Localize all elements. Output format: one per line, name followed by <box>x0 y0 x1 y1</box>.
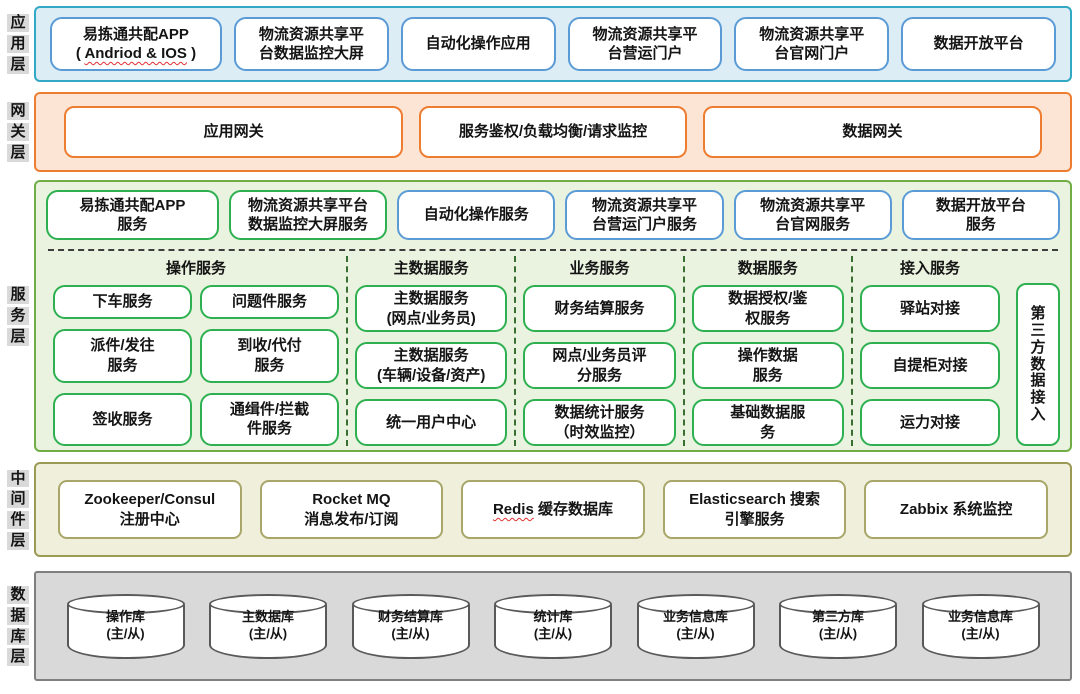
database-cylinder-statistics: 统计库 (主/从) <box>494 594 612 659</box>
gateway-layer-label-cell: 网关层 <box>2 92 34 172</box>
svc-box-monitor-screen-service: 物流资源共享平台 数据监控大屏服务 <box>228 190 388 240</box>
mw-box-redis-label: Redis 缓存数据库 <box>492 500 613 518</box>
middleware-layer-label-cell: 中间件层 <box>2 462 34 557</box>
app-box-open-data-platform: 数据开放平台 <box>901 17 1057 71</box>
svc-box-open-data-service: 数据开放平台 服务 <box>901 190 1061 240</box>
service-groups: 操作服务 下车服务 问题件服务 派件/发往 服务 到收/代付 服务 签收服务 通… <box>46 256 1060 446</box>
application-layer-label: 应用层 <box>7 14 29 74</box>
database-cylinder-business-info-2: 业务信息库 (主/从) <box>921 594 1040 659</box>
service-top-row: 易拣通共配APP 服务 物流资源共享平台 数据监控大屏服务 自动化操作服务 物流… <box>46 190 1061 240</box>
gateway-layer-row: 网关层 应用网关 服务鉴权/负载均衡/请求监控 数据网关 <box>2 92 1072 172</box>
svc-box-station-access: 驿站对接 <box>859 285 1000 332</box>
group-title-master-data: 主数据服务 <box>393 260 469 277</box>
database-cylinder-operation: 操作库 (主/从) <box>66 594 185 659</box>
mw-box-zookeeper-consul: Zookeeper/Consul 注册中心 <box>58 480 242 539</box>
svc-box-finance-settlement: 财务结算服务 <box>523 285 676 332</box>
service-group-operation: 操作服务 下车服务 问题件服务 派件/发往 服务 到收/代付 服务 签收服务 通… <box>46 256 346 446</box>
svc-box-official-site-service: 物流资源共享平 台官网服务 <box>733 190 892 240</box>
gateway-box-data-gateway: 数据网关 <box>702 106 1042 158</box>
mw-box-rocketmq: Rocket MQ 消息发布/订阅 <box>259 480 444 539</box>
middleware-layer-row: 中间件层 Zookeeper/Consul 注册中心 Rocket MQ 消息发… <box>2 462 1072 557</box>
database-layer-label: 数据库层 <box>7 586 29 666</box>
gateway-layer-container: 应用网关 服务鉴权/负载均衡/请求监控 数据网关 <box>34 92 1072 172</box>
svc-box-automation-service: 自动化操作服务 <box>397 190 556 240</box>
database-cylinder-master: 主数据库 (主/从) <box>209 594 327 659</box>
svc-box-problem-parcel: 问题件服务 <box>200 285 339 319</box>
spellcheck-underline: Redis <box>492 500 534 518</box>
group-title-operation: 操作服务 <box>165 260 226 277</box>
database-cylinder-business-info-1: 业务信息库 (主/从) <box>636 594 755 659</box>
svc-box-unified-user-center: 统一用户中心 <box>355 399 508 446</box>
database-layer-container: 操作库 (主/从) 主数据库 (主/从) 财务结算库 (主/从) 统计库 (主/… <box>34 571 1072 681</box>
svc-box-data-auth: 数据授权/鉴 权服务 <box>691 285 844 332</box>
svc-box-yijiantong-service: 易拣通共配APP 服务 <box>46 190 219 240</box>
app-box-yijiantong-line1: 易拣通共配APP <box>83 25 189 43</box>
service-layer-label: 服务层 <box>7 286 29 346</box>
database-layer-label-cell: 数据库层 <box>2 571 34 681</box>
group-title-data: 数据服务 <box>737 260 798 277</box>
svc-box-dispatch-send: 派件/发往 服务 <box>53 329 192 383</box>
service-group-access: 接入服务 驿站对接 自提柜对接 运力对接 <box>850 256 1007 446</box>
middleware-layer-container: Zookeeper/Consul 注册中心 Rocket MQ 消息发布/订阅 … <box>34 462 1072 557</box>
service-layer-label-cell: 服务层 <box>2 180 34 452</box>
app-box-monitor-screen: 物流资源共享平 台数据监控大屏 <box>233 17 389 71</box>
operation-grid: 下车服务 问题件服务 派件/发往 服务 到收/代付 服务 签收服务 通缉件/拦截… <box>53 285 339 446</box>
app-box-operation-portal: 物流资源共享平 台营运门户 <box>567 17 723 71</box>
app-box-official-portal: 物流资源共享平 台官网门户 <box>734 17 890 71</box>
svc-box-locker-access: 自提柜对接 <box>859 342 1000 389</box>
database-layer-row: 数据库层 操作库 (主/从) 主数据库 (主/从) 财务结算库 (主/从) 统计… <box>2 571 1072 681</box>
application-layer-label-cell: 应用层 <box>2 6 34 82</box>
app-box-automation: 自动化操作应用 <box>400 17 556 71</box>
svc-box-basic-data: 基础数据服 务 <box>691 399 844 446</box>
mw-box-elasticsearch: Elasticsearch 搜索 引擎服务 <box>662 480 847 539</box>
svc-box-statistics: 数据统计服务 （时效监控） <box>523 399 676 446</box>
database-cylinder-third-party: 第三方库 (主/从) <box>779 594 897 659</box>
spellcheck-underline: Andriod & IOS <box>84 45 187 62</box>
database-cylinder-finance: 财务结算库 (主/从) <box>351 594 470 659</box>
dashed-divider <box>48 249 1058 251</box>
svc-box-cod: 到收/代付 服务 <box>200 329 339 383</box>
svc-box-operation-data: 操作数据 服务 <box>691 342 844 389</box>
gateway-box-app-gateway: 应用网关 <box>64 106 404 158</box>
svc-box-capacity-access: 运力对接 <box>859 399 1000 446</box>
app-box-yijiantong-app: 易拣通共配APP ( Andriod & IOS ) <box>50 17 222 71</box>
group-title-business: 业务服务 <box>569 260 630 277</box>
svc-box-master-data-outlet: 主数据服务 (网点/业务员) <box>355 285 508 332</box>
gateway-box-auth-lb-monitor: 服务鉴权/负载均衡/请求监控 <box>419 106 687 158</box>
third-party-data-access-label: 第三方数据接入 <box>1030 305 1046 423</box>
svc-box-sign: 签收服务 <box>53 392 192 446</box>
application-layer-row: 应用层 易拣通共配APP ( Andriod & IOS ) 物流资源共享平 台… <box>2 6 1072 82</box>
svc-box-master-data-vehicle: 主数据服务 (车辆/设备/资产) <box>355 342 508 389</box>
gateway-layer-label: 网关层 <box>7 102 29 162</box>
group-title-access: 接入服务 <box>899 260 960 277</box>
mw-box-zabbix: Zabbix 系统监控 <box>864 480 1048 539</box>
service-group-data: 数据服务 数据授权/鉴 权服务 操作数据 服务 基础数据服 务 <box>682 256 851 446</box>
app-box-yijiantong-line2: ( Andriod & IOS ) <box>75 45 197 62</box>
service-layer-row: 服务层 易拣通共配APP 服务 物流资源共享平台 数据监控大屏服务 自动化操作服… <box>2 180 1072 452</box>
svc-box-unload: 下车服务 <box>53 285 192 319</box>
middleware-layer-label: 中间件层 <box>7 469 29 550</box>
service-group-business: 业务服务 财务结算服务 网点/业务员评 分服务 数据统计服务 （时效监控） <box>514 256 682 446</box>
svc-box-intercept: 通缉件/拦截 件服务 <box>200 392 339 446</box>
application-layer-container: 易拣通共配APP ( Andriod & IOS ) 物流资源共享平 台数据监控… <box>34 6 1072 82</box>
mw-box-redis: Redis 缓存数据库 <box>461 480 645 539</box>
service-layer-container: 易拣通共配APP 服务 物流资源共享平台 数据监控大屏服务 自动化操作服务 物流… <box>34 180 1072 452</box>
third-party-data-access-box: 第三方数据接入 <box>1016 283 1060 446</box>
service-group-master-data: 主数据服务 主数据服务 (网点/业务员) 主数据服务 (车辆/设备/资产) 统一… <box>346 256 514 446</box>
svc-box-score: 网点/业务员评 分服务 <box>523 342 676 389</box>
svc-box-operation-portal-service: 物流资源共享平 台营运门户服务 <box>565 190 724 240</box>
